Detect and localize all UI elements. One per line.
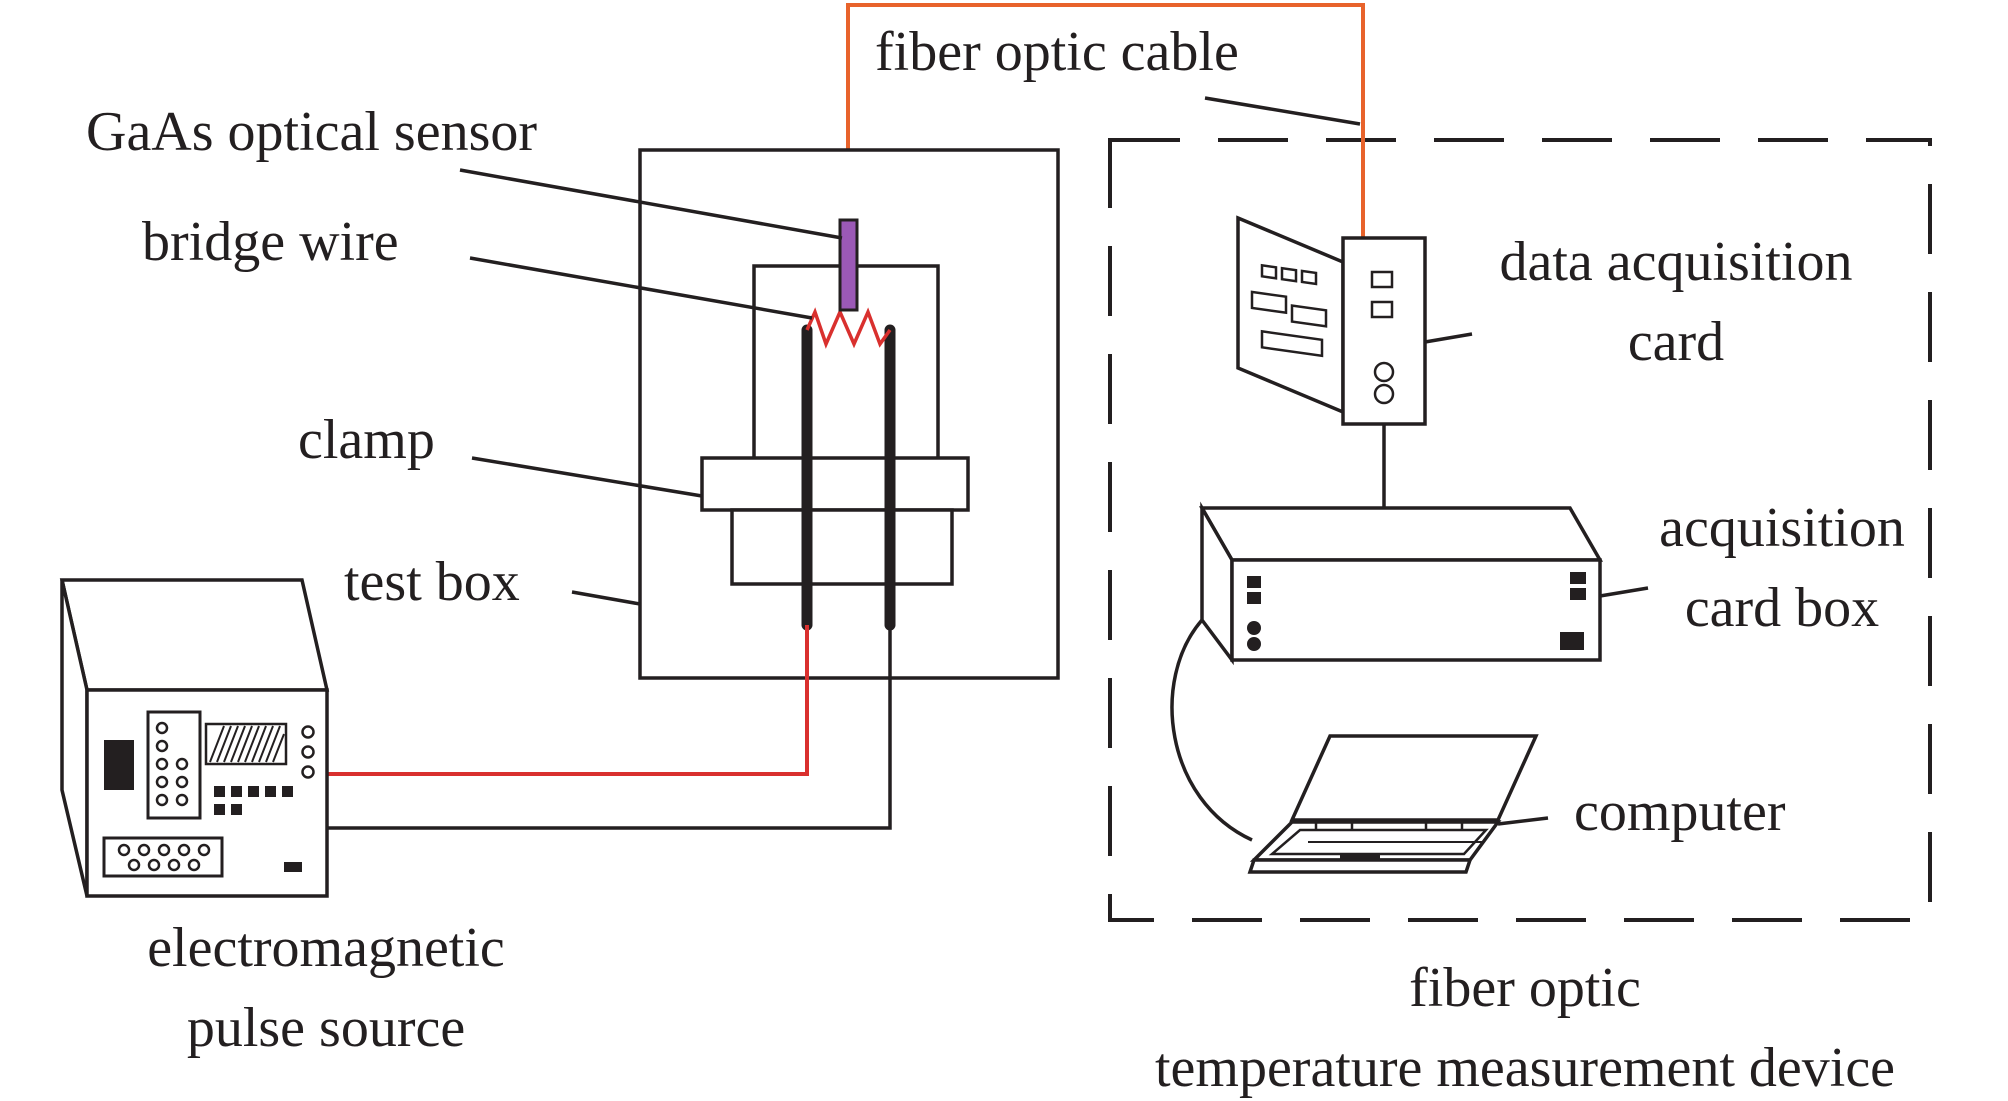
label-data-acquisition-card-line1: data acquisition xyxy=(1499,231,1852,293)
clamp-lower-block xyxy=(730,508,954,586)
label-emp-source-line2: pulse source xyxy=(187,997,465,1059)
label-device-line1: fiber optic xyxy=(1409,957,1641,1019)
label-computer: computer xyxy=(1574,781,1786,843)
return-wire xyxy=(327,625,892,830)
leader-data-acquisition-card xyxy=(1424,332,1473,344)
leader-fiber-optic-cable xyxy=(1204,96,1361,126)
label-device-line2: temperature measurement device xyxy=(1155,1037,1895,1099)
leader-acquisition-card-box xyxy=(1599,586,1649,598)
gaas-optical-sensor xyxy=(838,218,859,312)
label-bridge-wire: bridge wire xyxy=(142,211,399,273)
label-clamp: clamp xyxy=(298,409,435,471)
bridge-wire xyxy=(805,307,892,349)
clamp xyxy=(700,456,970,512)
label-acquisition-card-box-line2: card box xyxy=(1685,577,1879,639)
computer xyxy=(1247,734,1539,874)
measurement-device-enclosure xyxy=(1108,138,1932,922)
box-to-computer-cable xyxy=(1170,618,1253,842)
leader-clamp xyxy=(471,456,703,498)
leader-bridge-wire xyxy=(469,256,813,320)
leader-computer xyxy=(1497,816,1549,826)
label-emp-source-line1: electromagnetic xyxy=(147,917,505,979)
label-test-box: test box xyxy=(344,551,520,613)
data-acquisition-card xyxy=(1236,215,1427,426)
leader-test-box xyxy=(571,590,641,606)
label-gaas-optical-sensor: GaAs optical sensor xyxy=(86,101,537,163)
fiber-optic-cable xyxy=(846,3,1365,238)
leader-gaas-sensor xyxy=(459,168,843,240)
label-acquisition-card-box-line1: acquisition xyxy=(1659,497,1905,559)
label-data-acquisition-card-line2: card xyxy=(1628,311,1724,373)
emp-source xyxy=(59,578,330,898)
label-fiber-optic-cable: fiber optic cable xyxy=(875,21,1239,83)
acquisition-card-box xyxy=(1198,501,1604,666)
signal-wire-red xyxy=(327,625,809,776)
